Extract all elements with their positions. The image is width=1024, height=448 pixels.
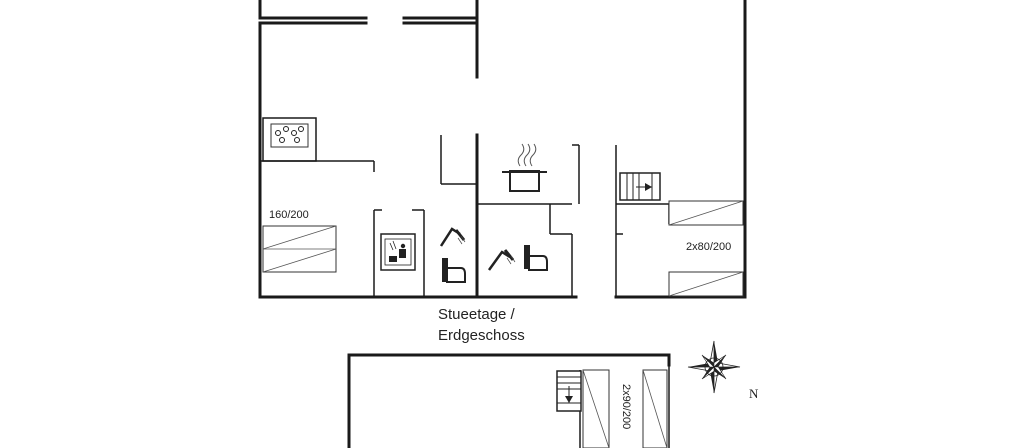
bed-upper-right [642, 369, 668, 448]
shower-icon [439, 227, 466, 247]
top-walls [258, 0, 479, 20]
sauna-icon [380, 233, 416, 271]
compass-north-label: N [749, 386, 759, 401]
bed-left [262, 225, 337, 273]
toilet-icon-2 [524, 245, 548, 271]
floor-label-line-1: Stueetage / [438, 306, 516, 323]
toilet-icon [442, 258, 466, 283]
room-label-160-200: 160/200 [269, 209, 309, 221]
bed-upper-left [582, 369, 610, 448]
shower-icon-2 [487, 249, 516, 271]
floor-label-line-2: Erdgeschoss [438, 327, 525, 344]
compass-rose-icon [687, 340, 741, 394]
cooking-pot-icon [502, 143, 547, 192]
stairs-icon-upper [556, 370, 582, 412]
bed-right-bottom [668, 271, 744, 297]
bed-right-top [668, 200, 744, 226]
room-label-2x90-200: 2x90/200 [620, 384, 632, 429]
room-label-2x80-200: 2x80/200 [686, 241, 731, 253]
stairs-icon [619, 172, 661, 201]
hob-icon [262, 117, 317, 162]
